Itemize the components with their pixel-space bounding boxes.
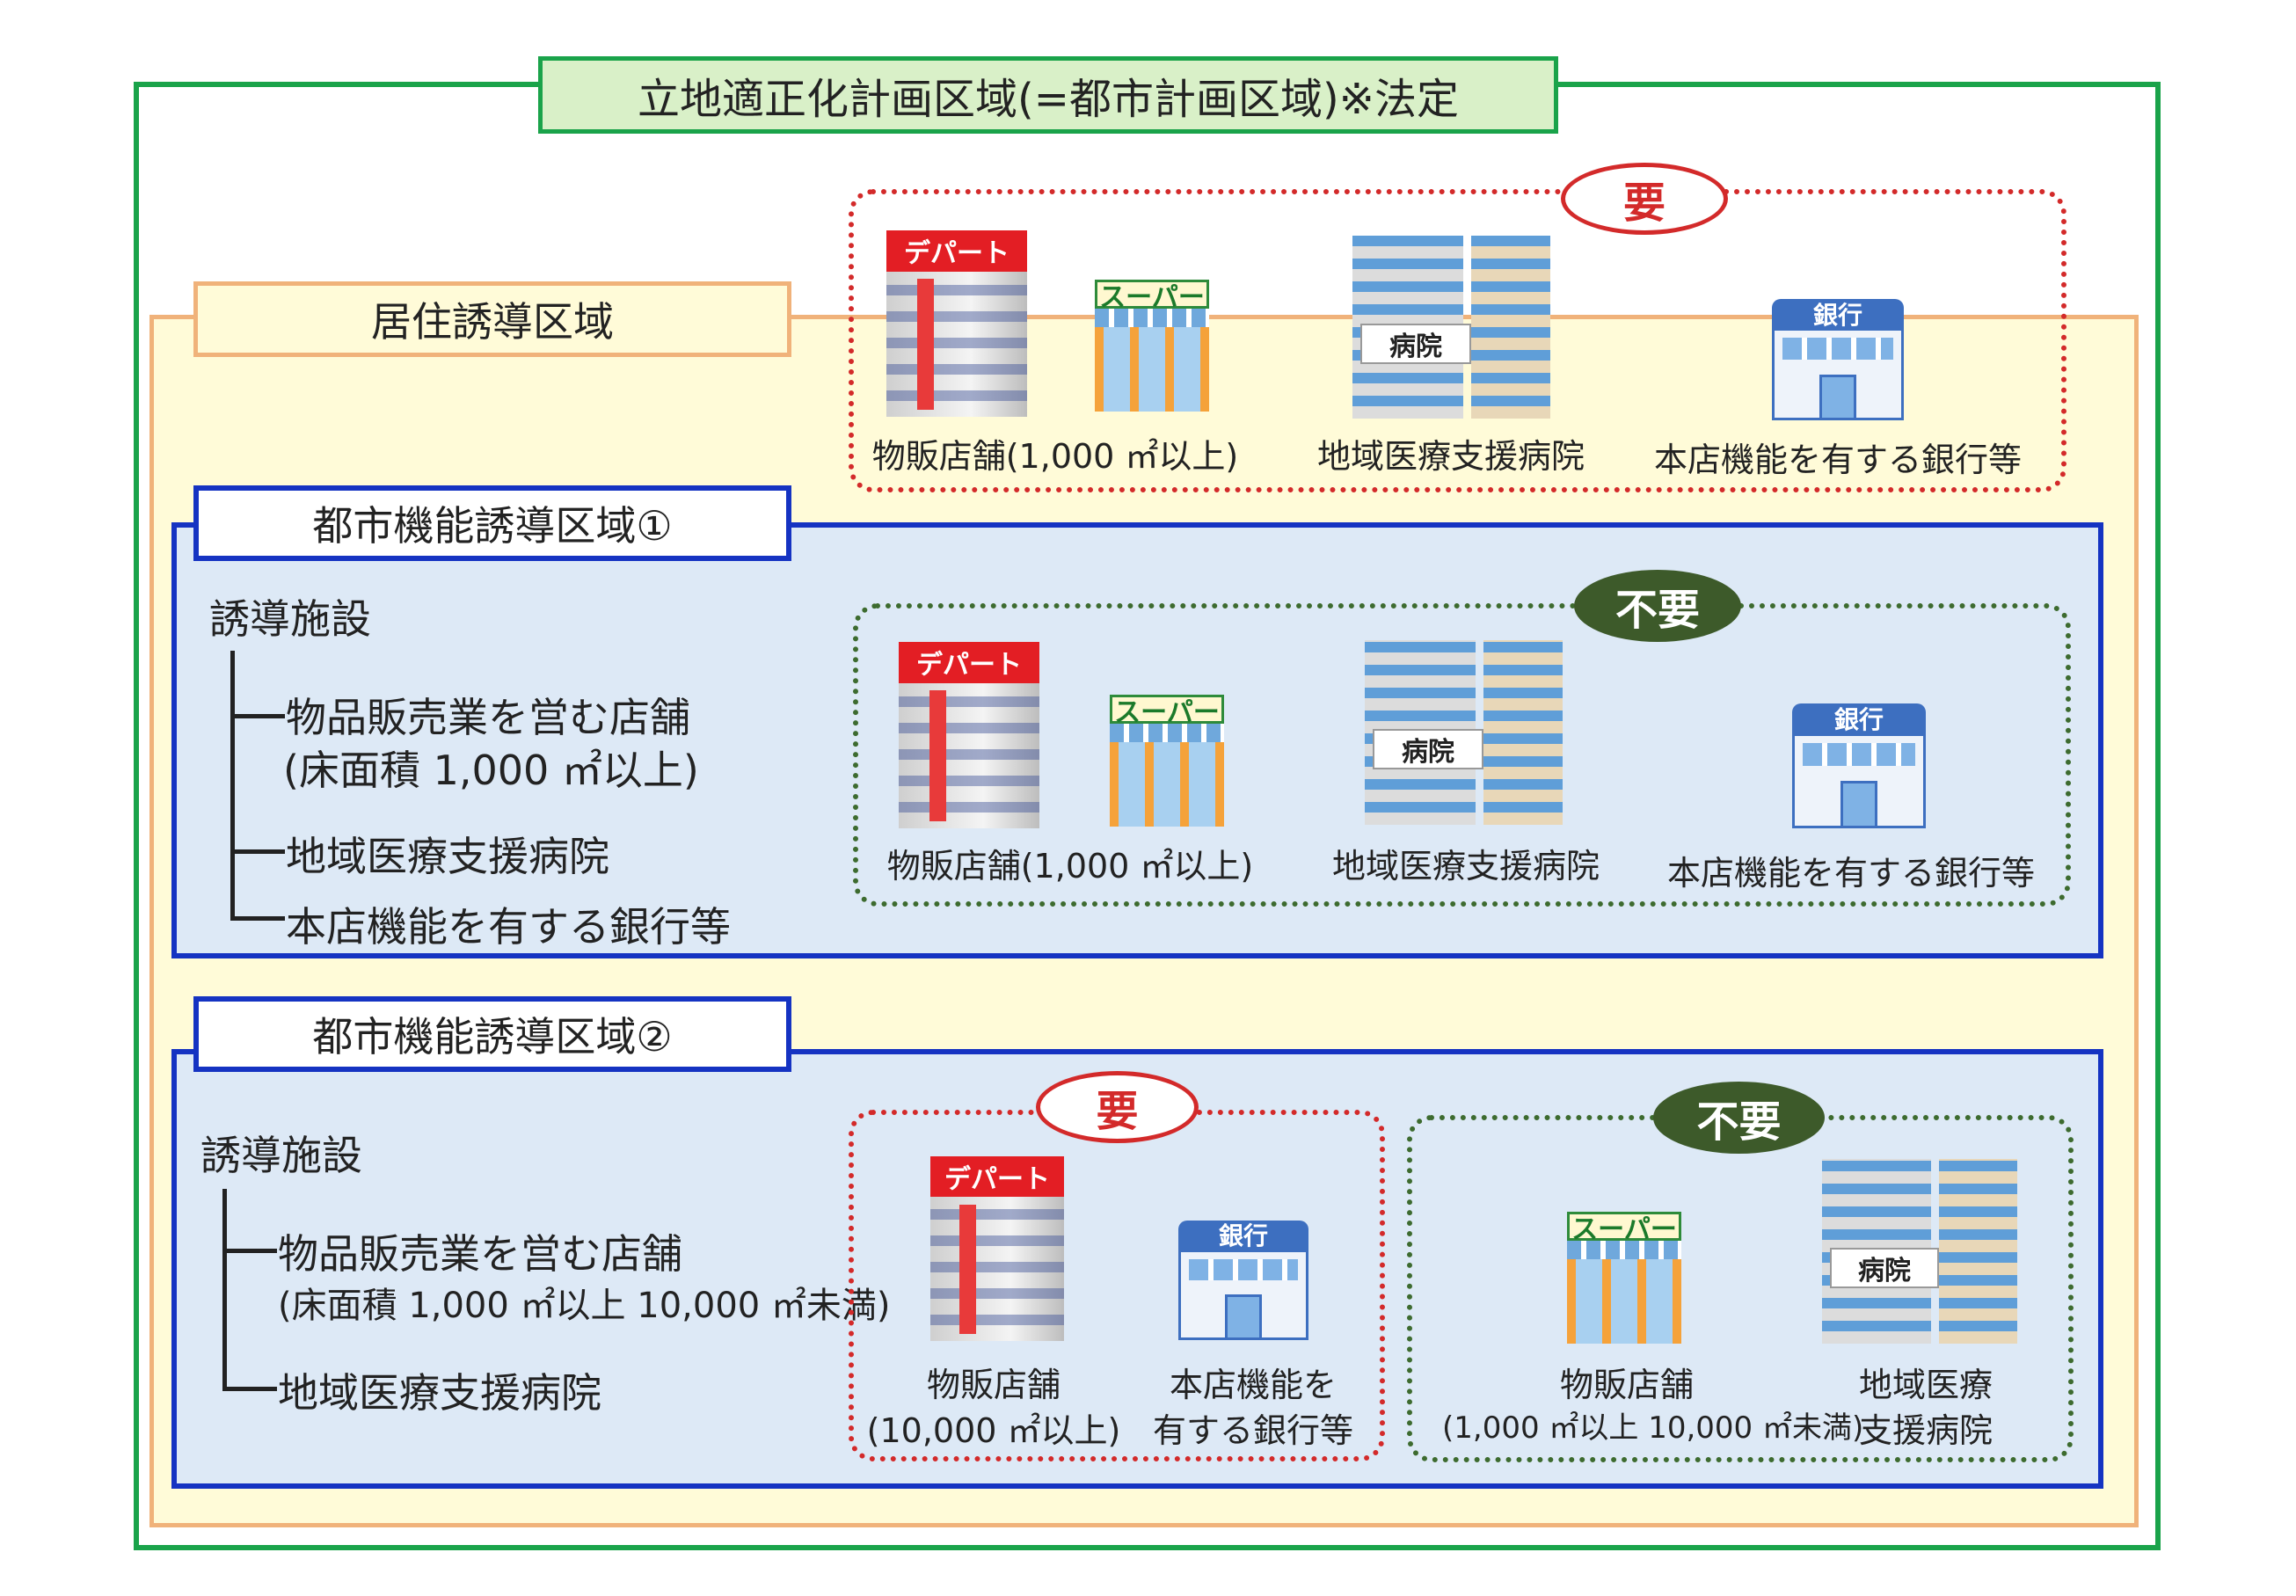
supermarket-icon: スーパー: [1567, 1212, 1681, 1344]
zone2-title: 都市機能誘導区域②: [193, 996, 791, 1072]
hospital-sign: 病院: [1373, 728, 1483, 769]
zone2-tree-tick: [222, 1249, 277, 1253]
bank-icon: 銀行: [1178, 1221, 1308, 1340]
zone2-item: (床面積 1,000 ㎡以上 10,000 ㎡未満): [278, 1286, 891, 1326]
hospital-icon: 病院: [1822, 1159, 2017, 1344]
supermarket-sign: スーパー: [1095, 280, 1209, 313]
supermarket-icon: スーパー: [1095, 280, 1209, 412]
zone2-store-label-line2: (1,000 ㎡以上 10,000 ㎡未満): [1442, 1410, 1864, 1446]
zone1-item: 地域医療支援病院: [286, 833, 609, 880]
bank-icon: 銀行: [1772, 299, 1904, 420]
zone2-required-badge: 要: [1036, 1071, 1199, 1143]
top-bank-label: 本店機能を有する銀行等: [1653, 441, 2022, 479]
zone2-not-required-badge: 不要: [1653, 1082, 1825, 1154]
department-store-sign: デパート: [930, 1156, 1064, 1198]
hospital-sign: 病院: [1360, 323, 1471, 364]
zone1-tree-tick: [230, 849, 285, 854]
bank-sign: 銀行: [1772, 299, 1904, 330]
hospital-sign: 病院: [1829, 1247, 1940, 1288]
zone1-not-required-badge: 不要: [1574, 570, 1741, 642]
zone2-hospital-label-line1: 地域医療: [1858, 1366, 1993, 1404]
supermarket-icon: スーパー: [1110, 695, 1224, 827]
top-dept-label: 物販店舗(1,000 ㎡以上): [871, 437, 1239, 476]
zone2-tree-line: [222, 1189, 227, 1387]
zone2-hospital-label-line2: 支援病院: [1858, 1411, 1993, 1450]
top-required-group: [849, 189, 2066, 492]
zone1-dept-label: 物販店舗(1,000 ㎡以上): [886, 847, 1254, 885]
zone1-item: (床面積 1,000 ㎡以上): [283, 747, 699, 794]
department-store-icon: デパート: [886, 230, 1027, 417]
zone1-tree-tick: [230, 714, 285, 718]
zone1-bank-label: 本店機能を有する銀行等: [1666, 854, 2035, 893]
department-store-icon: デパート: [899, 642, 1039, 828]
bank-icon: 銀行: [1792, 703, 1926, 828]
planning-area-title: 立地適正化計画区域(=都市計画区域)※法定: [538, 56, 1558, 134]
zone2-facilities-heading: 誘導施設: [200, 1132, 362, 1179]
department-store-sign: デパート: [899, 642, 1039, 683]
zone1-hospital-label: 地域医療支援病院: [1331, 847, 1600, 885]
hospital-icon: 病院: [1365, 640, 1563, 825]
zone1-item: 本店機能を有する銀行等: [286, 903, 731, 951]
bank-sign: 銀行: [1792, 703, 1926, 734]
zone2-required-bank-label-line2: 有する銀行等: [1152, 1411, 1353, 1450]
zone1-tree-line: [230, 651, 235, 916]
zone2-item: 地域医療支援病院: [278, 1369, 601, 1417]
zone2-required-bank-label-line1: 本店機能を: [1169, 1366, 1337, 1404]
zone1-not-required-group: [853, 603, 2071, 907]
zone1-tree-tick: [230, 916, 285, 921]
hospital-icon: 病院: [1352, 236, 1550, 419]
zone1-facilities-heading: 誘導施設: [209, 595, 371, 643]
zone2-store-label-line1: 物販店舗: [1559, 1366, 1694, 1404]
supermarket-sign: スーパー: [1110, 695, 1224, 728]
zone2-item: 物品販売業を営む店舗: [278, 1230, 682, 1278]
top-hospital-label: 地域医療支援病院: [1316, 437, 1585, 476]
residential-zone-title: 居住誘導区域: [193, 281, 791, 357]
supermarket-sign: スーパー: [1567, 1212, 1681, 1245]
zone2-tree-tick: [222, 1387, 277, 1391]
department-store-icon: デパート: [930, 1156, 1064, 1341]
department-store-sign: デパート: [886, 230, 1027, 272]
zone2-required-dept-label-line2: (10,000 ㎡以上): [866, 1411, 1121, 1450]
zone1-title: 都市機能誘導区域①: [193, 485, 791, 561]
bank-sign: 銀行: [1178, 1221, 1308, 1250]
top-required-badge: 要: [1561, 163, 1728, 235]
zone2-required-dept-label-line1: 物販店舗: [926, 1366, 1061, 1404]
zone1-item: 物品販売業を営む店舗: [286, 694, 690, 741]
